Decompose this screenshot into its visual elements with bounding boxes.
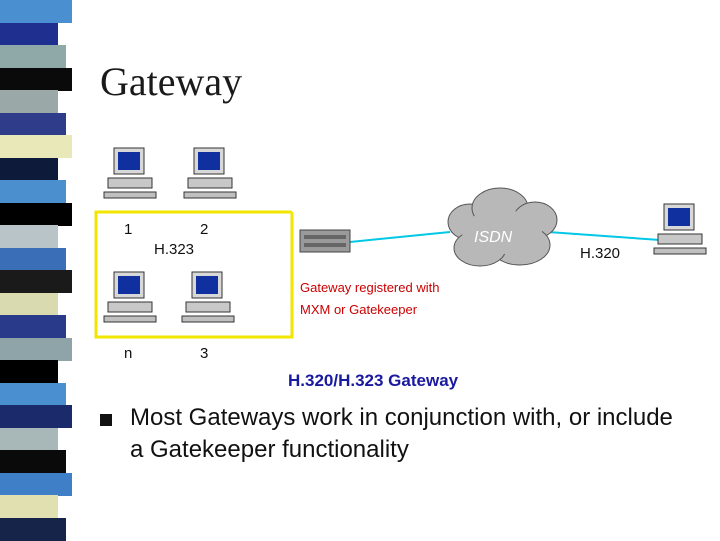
gateway-note-line1: Gateway registered with — [300, 280, 439, 295]
isdn-terminal-link — [547, 231, 661, 241]
gateway-device — [299, 229, 351, 253]
terminal-n-label: n — [124, 345, 132, 362]
stripe-block — [0, 382, 66, 406]
h323-lan-outline — [94, 210, 294, 339]
terminal-2-icon — [183, 147, 237, 199]
terminal-3-label: 3 — [200, 345, 208, 362]
stripe-block — [0, 337, 72, 361]
terminal-n-icon — [103, 271, 157, 323]
stripe-block — [0, 135, 72, 158]
stripe-block — [0, 90, 58, 113]
isdn-cloud — [447, 187, 558, 267]
stripe-block — [0, 225, 58, 248]
isdn-label: ISDN — [474, 229, 513, 246]
h323-label: H.323 — [154, 241, 194, 258]
gateway-isdn-link — [349, 231, 451, 243]
stripe-block — [0, 270, 72, 293]
h320-terminal-icon — [653, 203, 707, 255]
stripe-block — [0, 247, 66, 271]
stripe-block — [0, 157, 58, 181]
stripe-block — [0, 202, 72, 226]
stripe-block — [0, 45, 66, 68]
bullet-square-icon — [100, 414, 112, 426]
stripe-block — [0, 180, 66, 203]
bullet-text: Most Gateways work in conjunction with, … — [130, 404, 673, 463]
terminal-2-label: 2 — [200, 221, 208, 238]
stripe-block — [0, 360, 58, 383]
terminal-3-icon — [181, 271, 235, 323]
stripe-block — [0, 450, 66, 473]
stripe-block — [0, 472, 72, 496]
decorative-stripe — [0, 0, 72, 541]
stripe-block — [0, 67, 72, 91]
stripe-block — [0, 0, 72, 23]
stripe-block — [0, 112, 66, 136]
stripe-block — [0, 292, 58, 316]
stripe-block — [0, 495, 58, 518]
terminal-1-label: 1 — [124, 221, 132, 238]
stripe-block — [0, 517, 66, 541]
stripe-block — [0, 427, 58, 451]
terminal-1-icon — [103, 147, 157, 199]
diagram-caption: H.320/H.323 Gateway — [288, 371, 459, 390]
h320-label: H.320 — [580, 245, 620, 262]
stripe-block — [0, 22, 58, 46]
gateway-note-line2: MXM or Gatekeeper — [300, 302, 418, 317]
stripe-block — [0, 405, 72, 428]
slide-title: Gateway — [100, 59, 243, 104]
stripe-block — [0, 315, 66, 338]
